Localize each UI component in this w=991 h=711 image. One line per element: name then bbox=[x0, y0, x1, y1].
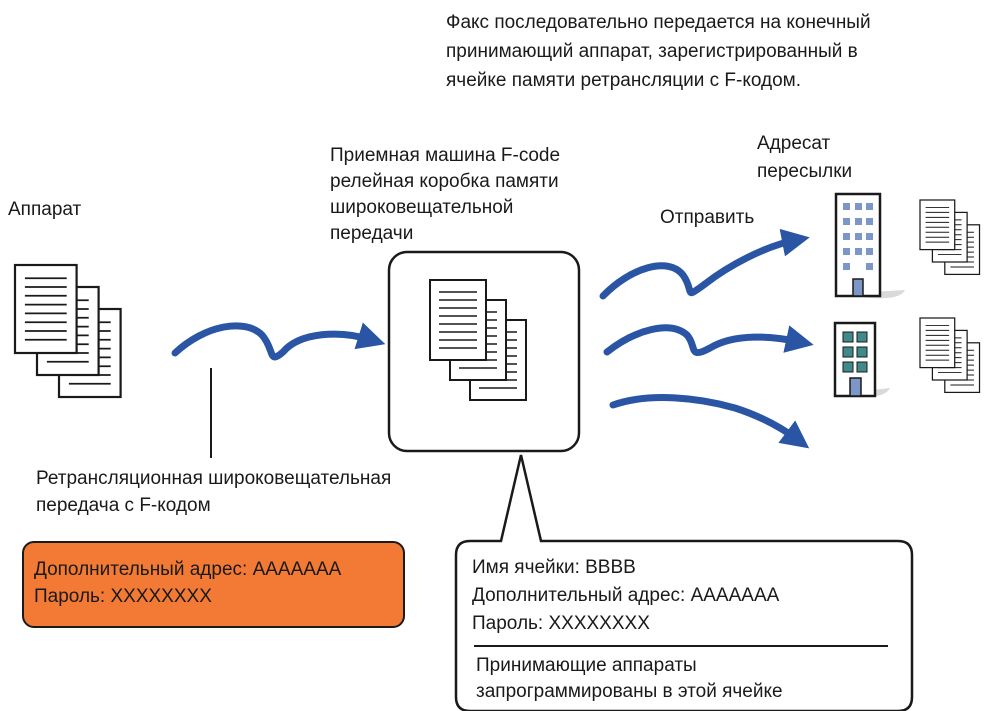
sender-document-stack-icon bbox=[13, 263, 122, 399]
relay-machine-label-line-2: релейная коробка памяти bbox=[330, 171, 559, 192]
box-info-password: Пароль: XXXXXXXX bbox=[472, 613, 650, 634]
relay-broadcast-label-line-2: передача с F-кодом bbox=[36, 495, 211, 516]
relay-machine-label-line-1: Приемная машина F-code bbox=[330, 145, 561, 166]
relay-broadcast-label-line-1: Ретрансляционная широковещательная bbox=[36, 468, 392, 489]
top-note: Факс последовательно передается на конеч… bbox=[446, 8, 871, 95]
box-info-text: Имя ячейки: BBBB Дополнительный адрес: A… bbox=[472, 554, 779, 638]
top-note-line-3: ячейке памяти ретрансляции с F-кодом. bbox=[446, 70, 802, 91]
relay-machine-label: Приемная машина F-code релейная коробка … bbox=[330, 143, 560, 247]
send-label: Отправить bbox=[660, 207, 755, 228]
relay-machine-label-line-3: широковещательной bbox=[330, 197, 514, 218]
send-arrow-bottom-icon bbox=[609, 394, 810, 449]
sender-info-box bbox=[22, 541, 405, 628]
recipient-label: Адресат пересылки bbox=[757, 130, 852, 186]
send-to-relay-arrow-icon bbox=[171, 322, 386, 361]
recipient-document-stack-top-icon bbox=[919, 199, 981, 276]
sender-info-password: Пароль: XXXXXXXX bbox=[34, 586, 212, 607]
recipient-label-line-2: пересылки bbox=[757, 161, 853, 182]
top-note-line-1: Факс последовательно передается на конеч… bbox=[446, 12, 871, 33]
box-info-name: Имя ячейки: BBBB bbox=[472, 557, 636, 578]
box-info-address: Дополнительный адрес: AAAAAAA bbox=[472, 585, 780, 606]
recipient-label-line-1: Адресат bbox=[757, 133, 831, 154]
recipient-document-stack-bottom-icon bbox=[919, 317, 981, 394]
box-footer-text: Принимающие аппараты запрограммированы в… bbox=[476, 653, 783, 705]
relay-machine-label-line-4: передачи bbox=[330, 223, 414, 244]
sender-info-address: Дополнительный адрес: AAAAAAA bbox=[34, 559, 342, 580]
box-footer-line-1: Принимающие аппараты bbox=[476, 655, 697, 676]
office-building-tall-icon bbox=[834, 192, 905, 299]
office-building-short-icon bbox=[833, 321, 890, 398]
relay-broadcast-label: Ретрансляционная широковещательная перед… bbox=[36, 465, 391, 519]
sender-label: Аппарат bbox=[8, 199, 82, 220]
box-footer-line-2: запрограммированы в этой ячейке bbox=[476, 681, 783, 702]
top-note-line-2: принимающий аппарат, зарегистрированный … bbox=[446, 41, 858, 62]
sender-info-text: Дополнительный адрес: AAAAAAA Пароль: XX… bbox=[34, 556, 341, 610]
send-arrow-middle-icon bbox=[603, 324, 814, 357]
send-arrow-top-icon bbox=[599, 228, 810, 300]
